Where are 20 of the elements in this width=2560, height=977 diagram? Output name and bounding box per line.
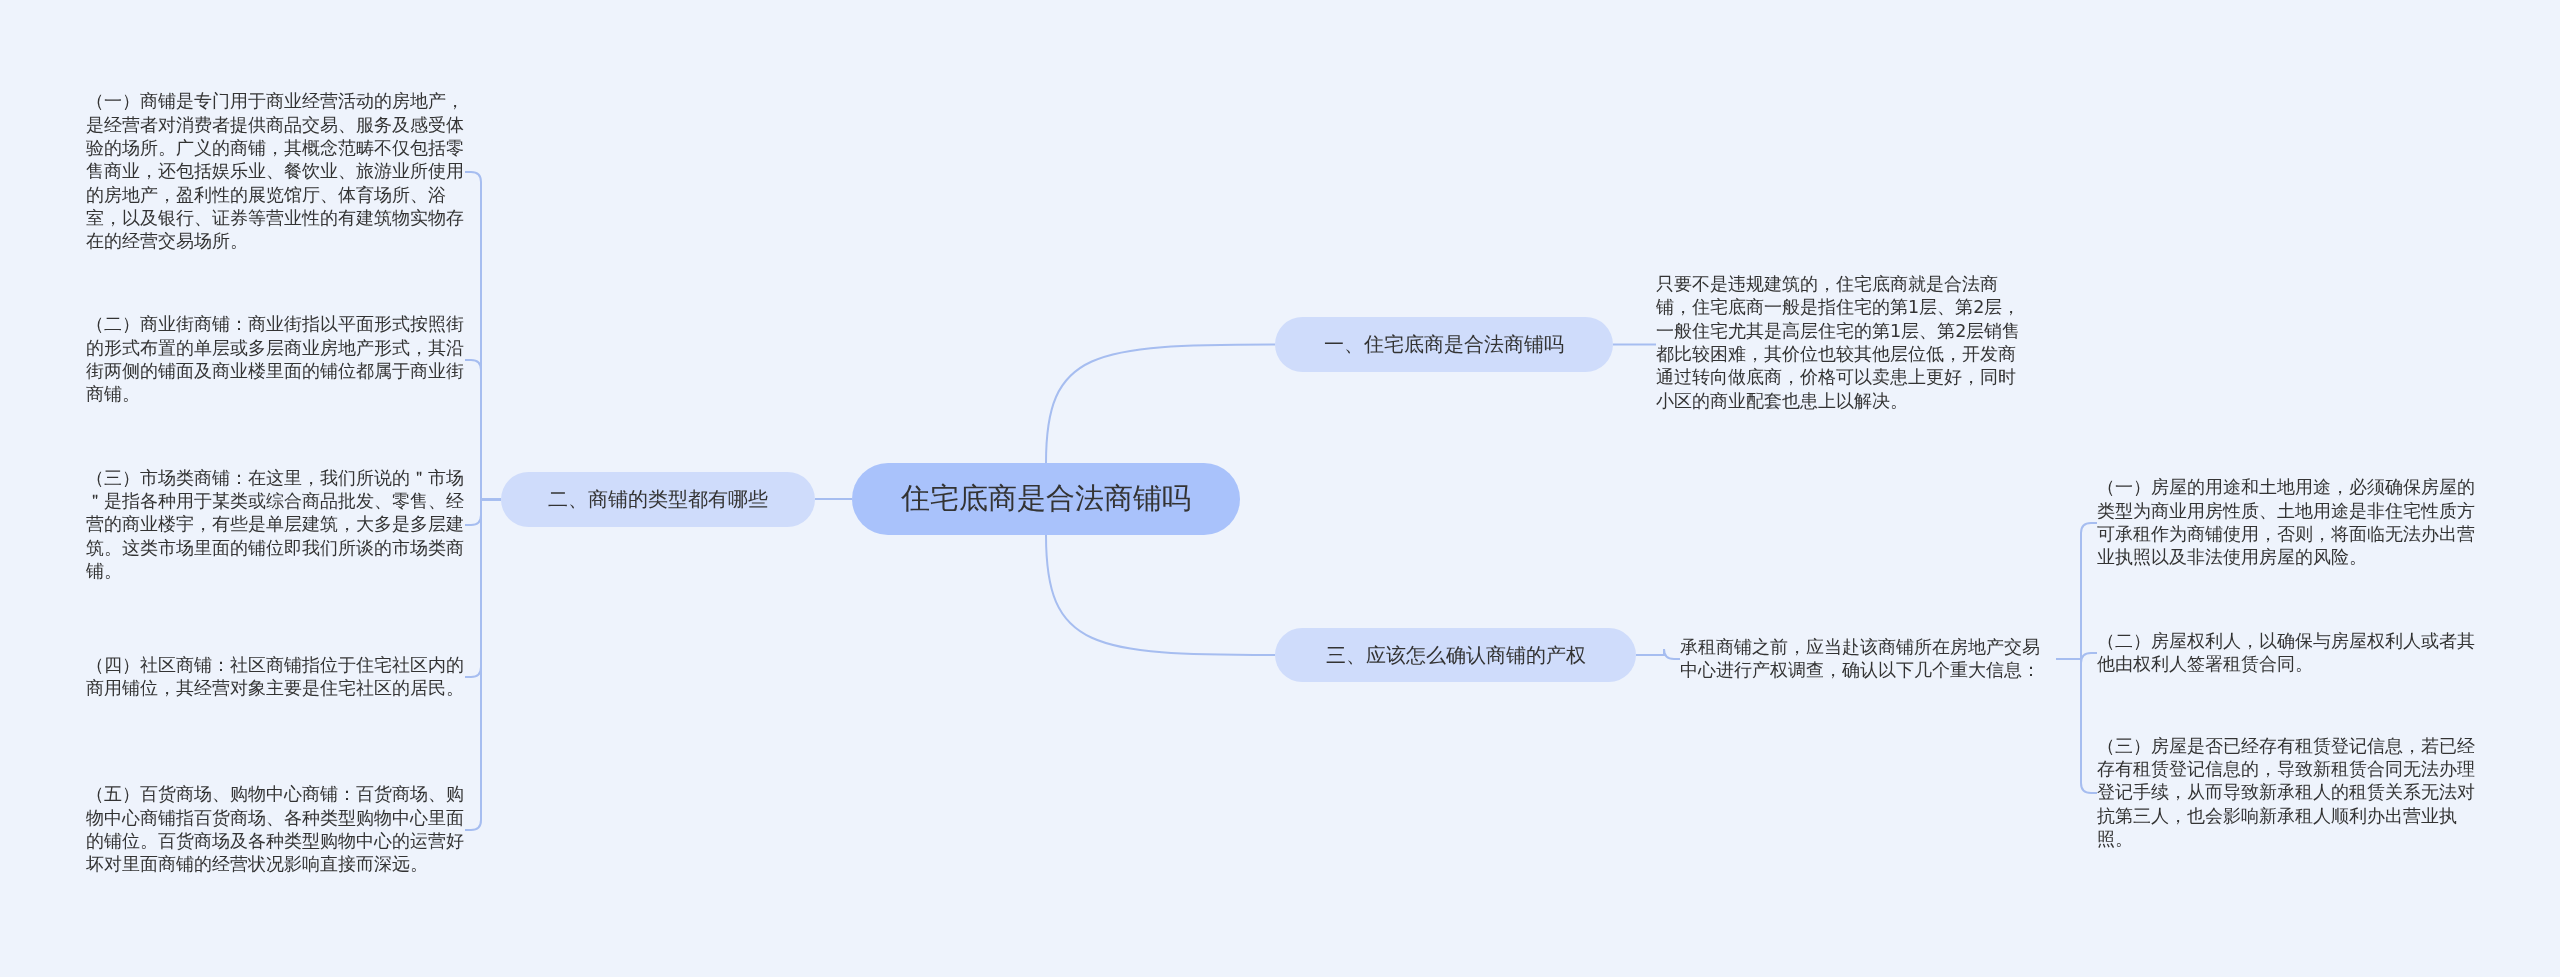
topic-box: 一、住宅底商是合法商铺吗 [1275,317,1613,372]
connector-line [1045,343,1276,464]
connector-line [814,498,853,500]
topic-text: （一）房屋的用途和土地用途，必须确保房屋的类型为商业用房性质、土地用途是非住宅性质方可承租作为商铺使用，否则，将面临无法办出营业执照以及非法使用房屋的风险。 [2097,476,2476,570]
topic-box: 三、应该怎么确认商铺的产权 [1275,628,1636,682]
topic-text: 只要不是违规建筑的，住宅底商就是合法商铺，住宅底商一般是指住宅的第1层、第2层，一般住宅尤其是高层住宅的第1层、第2层销售都比较困难，其价位也较其他层位低，开发商通过转向做底商，价格可以卖患上更好，同时小区的商业配套也患上以解决。 [1656,273,2022,413]
connector-line [1045,534,1276,656]
topic-text: （二）房屋权利人，以确保与房屋权利人或者其他由权利人签署租赁合同。 [2097,629,2476,676]
topic-box: 二、商铺的类型都有哪些 [501,472,815,527]
topic-text: （三）房屋是否已经存有租赁登记信息，若已经存有租赁登记信息的，导致新租赁合同无法办理登记手续，从而导致新承租人的租赁关系无法对抗第三人，也会影响新承租人顺利办出营业执照。 [2097,734,2476,851]
topic-text: （五）百货商场、购物中心商铺：百货商场、购物中心商铺指百货商场、各种类型购物中心里面的铺位。百货商场及各种类型购物中心的运营好坏对里面商铺的经营状况影响直接而深远。 [86,783,465,877]
topic-text: 承租商铺之前，应当赴该商铺所在房地产交易中心进行产权调查，确认以下几个重大信息： [1680,635,2041,682]
connector-line [1612,343,1657,346]
topic-text: （一）商铺是专门用于商业经营活动的房地产，是经营者对消费者提供商品交易、服务及感受体验的场所。广义的商铺，其概念范畴不仅包括零售商业，还包括娱乐业、餐饮业、旅游业所使用的房地产，盈利性的展览馆厅、体育场所、浴室，以及银行、证券等营业性的有建筑物实物存在的经营交易场所。 [86,90,465,254]
connector-line [1635,648,1681,660]
connector-line [464,498,502,831]
topic-text: （四）社区商铺：社区商铺指位于住宅社区内的商用铺位，其经营对象主要是住宅社区的居民。 [86,653,465,700]
topic-text: （三）市场类商铺：在这里，我们所说的＂市场＂是指各种用于某类或综合商品批发、零售、经营的商业楼宇，有些是单层建筑，大多是多层建筑。这类市场里面的铺位即我们所谈的市场类商铺。 [86,466,465,583]
topic-text: （二）商业街商铺：商业街指以平面形式按照街的形式布置的单层或多层商业房地产形式，其沿街两侧的铺面及商业楼里面的铺位都属于商业街商铺。 [86,313,465,407]
central-topic: 住宅底商是合法商铺吗 [852,463,1240,535]
